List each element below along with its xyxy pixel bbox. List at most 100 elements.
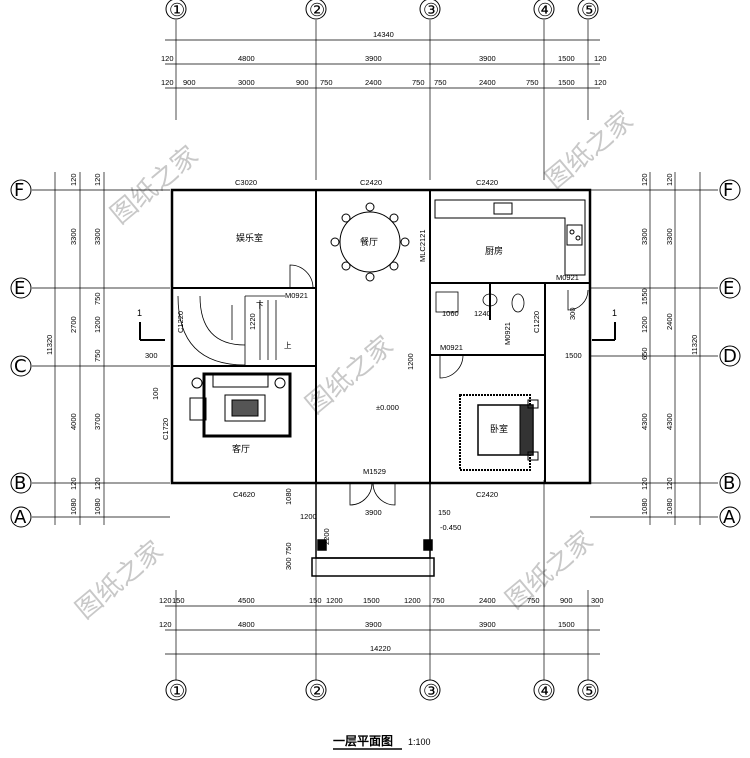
dim-bottom-row2: 120 4800 3900 3900 1500 [159,620,575,629]
svg-text:4500: 4500 [238,596,255,605]
window-c4620: C4620 [233,490,255,499]
watermark-4: 图纸之家 [70,536,169,626]
axis-bubbles-top [165,0,599,20]
dim-left-col3: 120 3300 750 1200 750 3700 120 1080 [93,173,102,515]
axis-A-left: A [14,507,27,528]
svg-text:750: 750 [412,78,425,87]
svg-text:120: 120 [159,620,172,629]
svg-text:3700: 3700 [93,413,102,430]
dining-table [330,202,410,282]
drawing-title: 一层平面图 [333,734,393,748]
axis-5-bottom: ⑤ [581,681,597,702]
section-mark-left: 1 [137,308,142,318]
svg-text:120: 120 [665,477,674,490]
svg-text:750: 750 [320,78,333,87]
svg-text:1500: 1500 [558,78,575,87]
dim-top-row3: 120 900 3000 900 750 2400 750 750 2400 7… [161,78,607,87]
svg-text:120: 120 [93,173,102,186]
axis-5-top: ⑤ [581,0,597,21]
svg-text:750: 750 [527,596,540,605]
svg-text:4300: 4300 [665,413,674,430]
axis-2-bottom: ② [309,681,325,702]
svg-text:120: 120 [161,78,174,87]
left-dim-lines [54,172,105,525]
svg-text:120: 120 [665,173,674,186]
axis-E-right: E [723,278,734,299]
axis-C-left: C [14,356,27,377]
interior-walls [172,190,590,483]
svg-text:3900: 3900 [365,508,382,517]
kitchen-counter [434,199,586,276]
svg-text:120: 120 [93,477,102,490]
section-mark-right: 1 [612,308,617,318]
window-c1720: C1720 [161,418,170,440]
svg-text:120: 120 [594,54,607,63]
svg-text:1080: 1080 [93,498,102,515]
svg-text:120: 120 [69,477,78,490]
svg-text:1200: 1200 [640,316,649,333]
top-dim-lines [165,39,600,89]
svg-text:2400: 2400 [365,78,382,87]
svg-text:120: 120 [161,54,174,63]
dim-right-total: 11320 [690,335,699,355]
dim-bottom-row1: 120 150 4500 150 1200 1500 1200 750 2400… [159,596,604,605]
svg-text:150: 150 [309,596,322,605]
svg-text:4800: 4800 [238,620,255,629]
svg-text:150: 150 [172,596,185,605]
room-entertainment: 娱乐室 [236,232,263,243]
svg-text:120: 120 [594,78,607,87]
svg-text:750: 750 [526,78,539,87]
axis-1-top: ① [169,0,185,21]
svg-text:300: 300 [145,351,158,360]
svg-text:4000: 4000 [69,413,78,430]
dim-top-row2: 120 4800 3900 3900 1500 120 [161,54,607,63]
axis-F-left: F [14,180,24,201]
svg-text:1200: 1200 [406,353,415,370]
svg-text:750: 750 [284,542,293,555]
window-c2420-bedroom: C2420 [476,490,498,499]
dim-left-col2: 3300 2700 4000 1080 [69,228,78,515]
svg-text:900: 900 [296,78,309,87]
svg-text:3300: 3300 [640,228,649,245]
dim-left-total: 11320 [45,335,54,355]
axis-2-top: ② [309,0,325,21]
axis-3-bottom: ③ [423,681,439,702]
svg-text:750: 750 [93,349,102,362]
svg-text:1500: 1500 [558,54,575,63]
door-m0921-4: M0921 [503,322,512,345]
svg-text:4300: 4300 [640,413,649,430]
bottom-dim-lines [165,605,600,655]
svg-text:2400: 2400 [479,596,496,605]
svg-text:1200: 1200 [404,596,421,605]
svg-text:1500: 1500 [558,620,575,629]
axis-A-right: A [723,507,736,528]
porch-dims: 1200 2200 3900 150 750 300 300 1500 1080… [145,307,582,570]
window-c2420-dining: C2420 [360,178,382,187]
watermarks: 图纸之家 图纸之家 图纸之家 图纸之家 图纸之家 [70,106,639,626]
svg-text:3900: 3900 [479,54,496,63]
svg-text:120: 120 [159,596,172,605]
window-c1220-left: C1220 [176,311,185,333]
window-mlc2121: MLC2121 [418,229,427,262]
dim-top-total: 14340 [373,30,394,39]
axis-4-bottom: ④ [537,681,553,702]
svg-text:750: 750 [434,78,447,87]
drawing-scale: 1:100 [408,737,431,747]
dim-left-small: 120 120 [69,173,78,490]
svg-text:900: 900 [560,596,573,605]
svg-text:1080: 1080 [284,488,293,505]
staircase [177,295,285,366]
svg-text:1200: 1200 [300,512,317,521]
svg-text:1080: 1080 [665,498,674,515]
door-m1529: M1529 [363,467,386,476]
svg-text:300: 300 [568,307,577,320]
axis-B-left: B [14,473,26,494]
watermark-2: 图纸之家 [540,106,639,196]
bathroom-fixtures [435,291,525,313]
svg-text:3900: 3900 [365,620,382,629]
svg-text:1500: 1500 [565,351,582,360]
window-c3020: C3020 [235,178,257,187]
axis-3-top: ③ [423,0,439,21]
dim-bottom-total: 14220 [370,644,391,653]
axis-D-right: D [723,346,737,367]
